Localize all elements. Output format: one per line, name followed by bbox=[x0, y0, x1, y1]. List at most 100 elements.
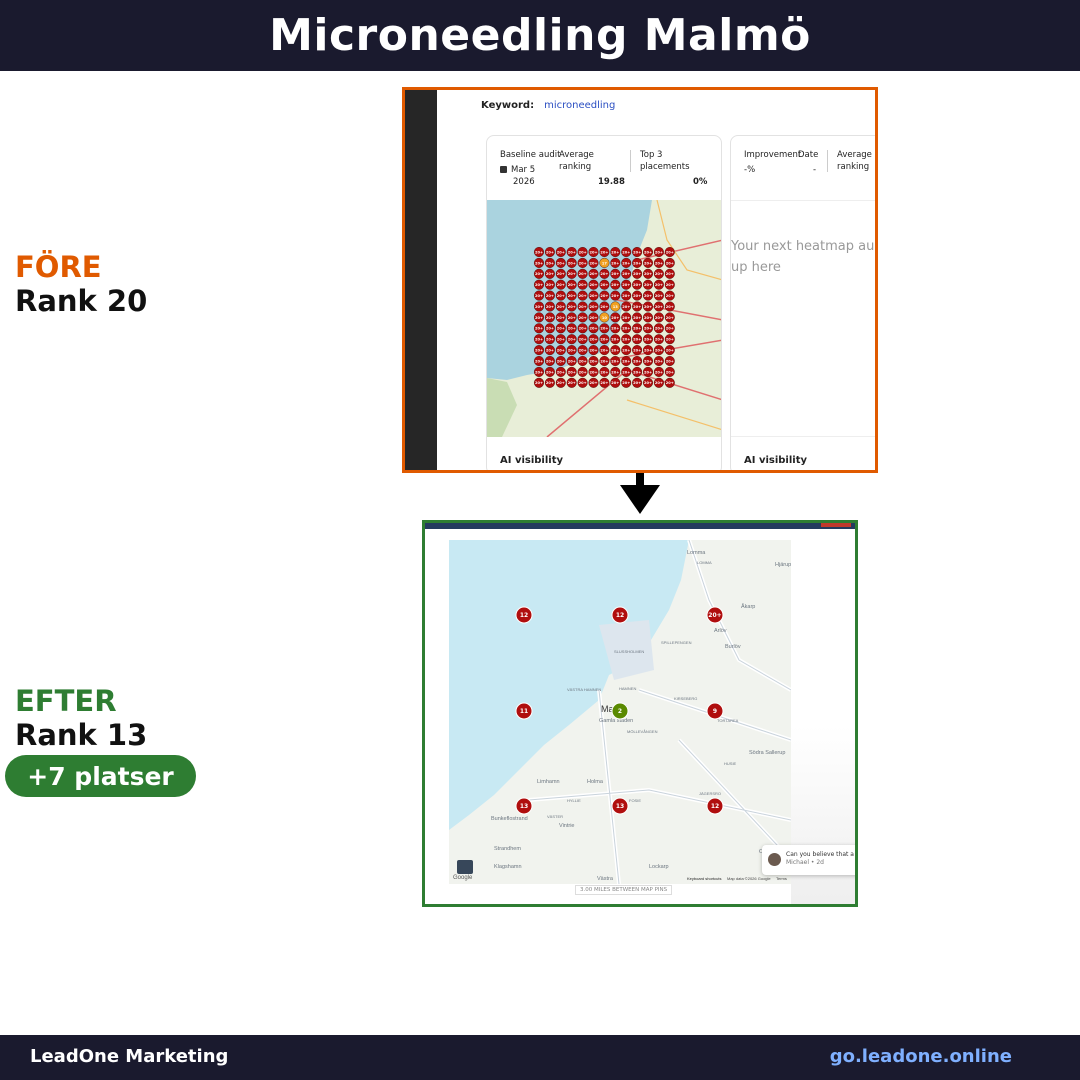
map-pin[interactable] bbox=[566, 301, 577, 312]
map-pin[interactable] bbox=[664, 247, 675, 258]
map-pin[interactable] bbox=[642, 355, 653, 366]
map-pin[interactable] bbox=[515, 797, 533, 815]
map-pin[interactable] bbox=[566, 247, 577, 258]
map-pin[interactable] bbox=[653, 334, 664, 345]
map-shortcuts[interactable]: Keyboard shortcuts bbox=[687, 876, 721, 881]
footer-link[interactable]: go.leadone.online bbox=[829, 1046, 1012, 1067]
map-pin[interactable] bbox=[632, 312, 643, 323]
map-pin[interactable] bbox=[664, 345, 675, 356]
map-pin[interactable] bbox=[566, 345, 577, 356]
map-pin[interactable] bbox=[588, 301, 599, 312]
map-pin[interactable] bbox=[642, 312, 653, 323]
map-pin[interactable] bbox=[621, 257, 632, 268]
map-pin[interactable] bbox=[577, 301, 588, 312]
map-pin[interactable] bbox=[632, 377, 643, 388]
map-pin[interactable] bbox=[555, 312, 566, 323]
map-pin[interactable] bbox=[588, 377, 599, 388]
map-pin[interactable] bbox=[544, 377, 555, 388]
map-pin[interactable] bbox=[621, 334, 632, 345]
map-pin[interactable] bbox=[588, 323, 599, 334]
map-pin[interactable] bbox=[534, 290, 545, 301]
map-pin[interactable] bbox=[588, 290, 599, 301]
map-pin[interactable] bbox=[621, 279, 632, 290]
map-pin[interactable] bbox=[599, 279, 610, 290]
keyword-link[interactable]: microneedling bbox=[544, 100, 616, 111]
map-pin[interactable] bbox=[566, 355, 577, 366]
map-pin[interactable] bbox=[664, 366, 675, 377]
map-pin[interactable] bbox=[555, 257, 566, 268]
map-pin[interactable] bbox=[653, 268, 664, 279]
map-pin[interactable] bbox=[566, 257, 577, 268]
map-pin[interactable] bbox=[621, 301, 632, 312]
map-pin[interactable] bbox=[632, 247, 643, 258]
map-pin[interactable] bbox=[555, 323, 566, 334]
map-pin[interactable] bbox=[534, 323, 545, 334]
map-pin[interactable] bbox=[621, 366, 632, 377]
map-pin[interactable] bbox=[555, 268, 566, 279]
map-pin[interactable] bbox=[621, 377, 632, 388]
map-pin[interactable] bbox=[555, 247, 566, 258]
map-pin[interactable] bbox=[515, 606, 533, 624]
map-pin[interactable] bbox=[588, 355, 599, 366]
map-pin[interactable] bbox=[577, 334, 588, 345]
map-pin[interactable] bbox=[610, 334, 621, 345]
map-pin[interactable] bbox=[588, 279, 599, 290]
map-pin[interactable] bbox=[653, 345, 664, 356]
map-pin[interactable] bbox=[577, 355, 588, 366]
map-pin[interactable] bbox=[653, 257, 664, 268]
map-pin[interactable] bbox=[577, 323, 588, 334]
map-pin[interactable] bbox=[610, 268, 621, 279]
map-pin[interactable] bbox=[544, 312, 555, 323]
map-pin[interactable] bbox=[534, 345, 545, 356]
map-pin[interactable] bbox=[534, 366, 545, 377]
map-pin[interactable] bbox=[610, 366, 621, 377]
map-pin[interactable] bbox=[653, 290, 664, 301]
map-pin[interactable] bbox=[588, 247, 599, 258]
map-pin[interactable] bbox=[632, 334, 643, 345]
map-pin[interactable] bbox=[610, 279, 621, 290]
map-pin[interactable] bbox=[642, 257, 653, 268]
map-pin[interactable] bbox=[610, 355, 621, 366]
map-pin[interactable] bbox=[515, 702, 533, 720]
map-terms[interactable]: Terms bbox=[776, 876, 787, 881]
chat-popup[interactable]: Can you believe that a wee Michael • 2d bbox=[762, 845, 855, 875]
map-pin[interactable] bbox=[544, 323, 555, 334]
map-pin[interactable] bbox=[534, 377, 545, 388]
map-pin[interactable] bbox=[534, 268, 545, 279]
map-pin[interactable] bbox=[610, 345, 621, 356]
map-pin[interactable] bbox=[544, 279, 555, 290]
map-pin[interactable] bbox=[621, 355, 632, 366]
map-pin[interactable] bbox=[610, 247, 621, 258]
map-pin[interactable] bbox=[610, 323, 621, 334]
map-pin[interactable] bbox=[599, 268, 610, 279]
map-pin[interactable] bbox=[599, 377, 610, 388]
next-audit-card[interactable]: Improvement -% Date - Average ranking Yo… bbox=[730, 135, 875, 470]
map-pin[interactable] bbox=[632, 323, 643, 334]
map-pin[interactable] bbox=[577, 279, 588, 290]
map-pin[interactable] bbox=[610, 312, 621, 323]
map-pin[interactable] bbox=[610, 301, 621, 312]
map-pin[interactable] bbox=[664, 323, 675, 334]
map-pin[interactable] bbox=[642, 301, 653, 312]
map-pin[interactable] bbox=[599, 323, 610, 334]
map-pin[interactable] bbox=[599, 257, 610, 268]
map-pin[interactable] bbox=[664, 301, 675, 312]
map-pin[interactable] bbox=[555, 366, 566, 377]
map-pin[interactable] bbox=[566, 377, 577, 388]
map-pin[interactable] bbox=[611, 797, 629, 815]
map-pin[interactable] bbox=[653, 355, 664, 366]
map-pin[interactable] bbox=[555, 279, 566, 290]
map-pin[interactable] bbox=[664, 334, 675, 345]
map-pin[interactable] bbox=[706, 606, 724, 624]
map-pin[interactable] bbox=[555, 345, 566, 356]
map-pin[interactable] bbox=[566, 290, 577, 301]
map-pin[interactable] bbox=[642, 366, 653, 377]
map-pin[interactable] bbox=[664, 355, 675, 366]
map-pin[interactable] bbox=[544, 301, 555, 312]
map-pin[interactable] bbox=[566, 334, 577, 345]
map-pin[interactable] bbox=[653, 301, 664, 312]
map-pin[interactable] bbox=[653, 312, 664, 323]
map-pin[interactable] bbox=[621, 345, 632, 356]
map-pin[interactable] bbox=[610, 290, 621, 301]
